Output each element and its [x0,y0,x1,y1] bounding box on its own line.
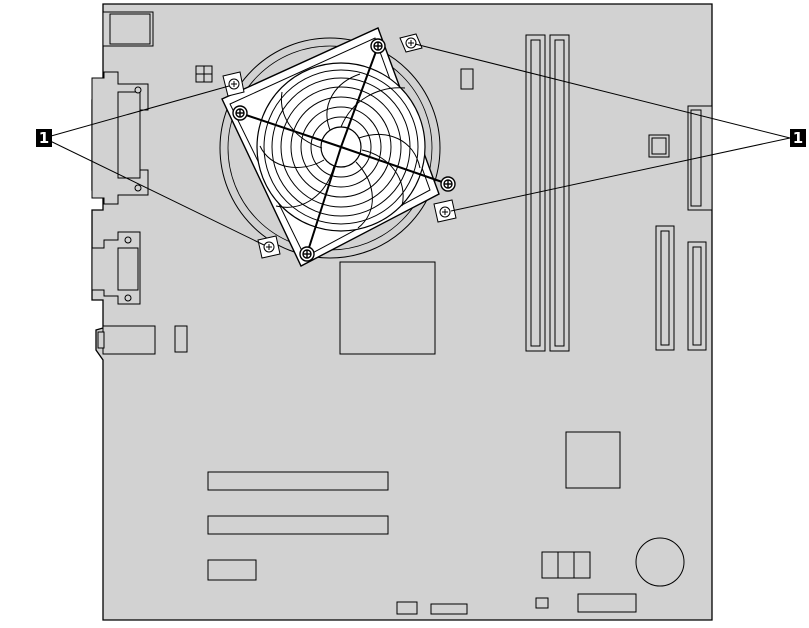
rear-io-connectors [91,11,156,355]
pci-slot [207,471,389,491]
pci-slot [207,515,389,535]
cmos-battery [635,537,685,587]
chip-small [648,134,670,158]
usb-port [102,11,154,47]
callout-leader-lines [43,43,791,246]
fan-screws [232,38,456,262]
fan-support-arm [340,146,449,185]
small-connector [535,597,549,609]
callout-marker-left: 1 [36,129,52,147]
fan-support-arm [306,146,342,255]
mounting-tabs [222,33,457,259]
small-connector [174,325,188,353]
fan-blades [259,73,421,229]
fan-support-arm [239,112,342,148]
cpu-socket [339,261,436,355]
jumper-block [541,551,591,579]
heatsink-fan-assembly [219,27,457,267]
small-component [460,68,474,90]
chipset [565,431,621,489]
callout-marker-right: 1 [790,129,806,147]
small-connector [396,601,418,615]
small-connector [430,603,468,615]
audio-port [102,325,156,355]
callout-label: 1 [793,129,803,147]
small-connector [207,559,257,581]
fan-support-arm [340,45,379,148]
callout-label: 1 [39,129,49,147]
front-panel-connector [577,593,637,613]
